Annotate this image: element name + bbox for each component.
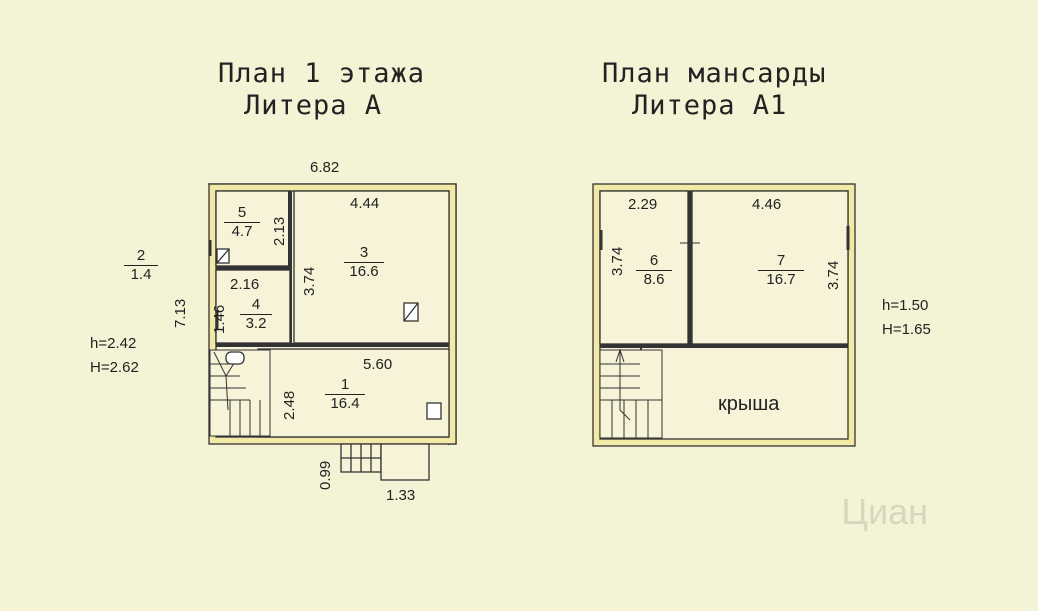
room-1-dim-h: 2.48 [281,390,298,420]
plan1-porch [340,443,430,481]
plan2-h: h=1.50 [882,297,929,314]
room-6-dim-w: 2.29 [628,196,658,213]
plan1-title: План 1 этажа [218,58,426,89]
plan2-H: H=1.65 [882,321,931,338]
room-6 [599,190,689,345]
room-4-dim-h: 1.46 [211,304,228,334]
plan2-stairs [599,348,663,439]
room-3 [293,190,450,344]
plan2-subtitle: Литера А1 [632,90,788,121]
roof-label: крыша [718,393,780,415]
room-6-dim-h: 3.74 [609,246,626,276]
room-5-dim: 2.13 [271,216,288,246]
watermark: Циан [841,491,928,532]
toilet-fixture [225,351,245,365]
room-3-dim-h: 3.74 [301,266,318,296]
room-4 [215,269,291,344]
plan1-H: H=2.62 [90,359,139,376]
room-7-dim-h: 3.74 [825,260,842,290]
plan2-title: План мансарды [602,58,827,89]
plan1-dim-top: 6.82 [310,159,340,176]
room-7-dim-w: 4.46 [752,196,782,213]
porch-dim: 1.33 [386,487,416,504]
porch-dim-vert: 0.99 [317,460,334,490]
plan1-h: h=2.42 [90,335,137,352]
plan1-subtitle: Литера А [244,90,383,121]
plan1-dim-left: 7.13 [172,298,189,328]
room-4-dim-w: 2.16 [230,276,260,293]
stove-fixture [426,402,442,420]
room-3-dim-w: 4.44 [350,195,380,212]
room-1-dim-w: 5.60 [363,356,393,373]
